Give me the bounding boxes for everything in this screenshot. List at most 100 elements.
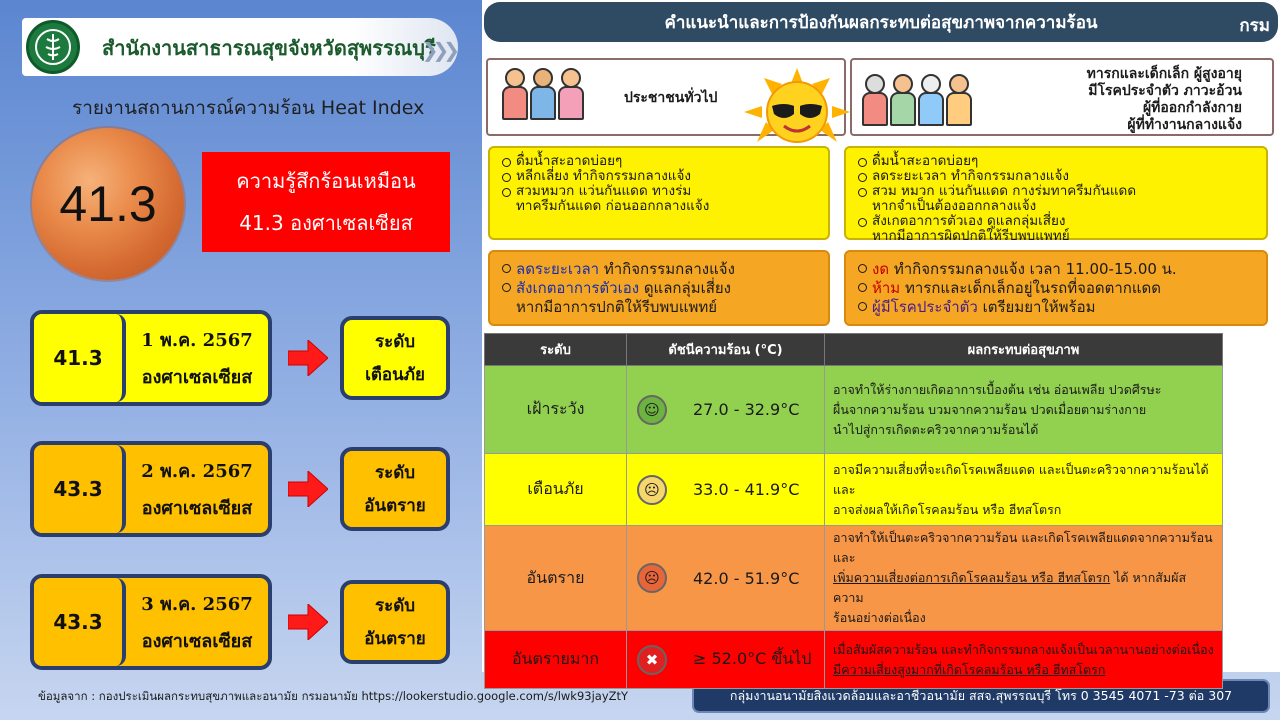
- tip-text: เตรียมยาให้พร้อม: [977, 298, 1096, 316]
- current-heat-index-ball: 41.3: [32, 128, 184, 280]
- tip-emphasis: สังเกตอาการตัวเอง: [516, 279, 640, 297]
- effect-line: เมื่อสัมผัสความร้อน และทำกิจกรรมกลางแจ้ง…: [833, 641, 1214, 657]
- forecast-level-prefix: ระดับ: [374, 463, 416, 483]
- forecast-level: เตือนภัย: [365, 365, 425, 385]
- forecast-date: 3 พ.ค. 2567: [141, 594, 253, 615]
- column-header: ดัชนีความร้อน (°C): [626, 333, 825, 366]
- table-row: เฝ้าระวัง ☺ 27.0 - 32.9°C อาจทำให้ร่างกา…: [484, 365, 1223, 454]
- forecast-unit: องศาเซลเซียส: [141, 498, 253, 519]
- tip-item: สวมหมวก แว่นกันแดด ทางร่ม: [500, 184, 818, 199]
- department-logo-text: กรม: [1239, 16, 1270, 36]
- tip-item: ดื่มน้ำสะอาดบ่อยๆ: [500, 154, 818, 169]
- forecast-unit: องศาเซลเซียส: [141, 367, 253, 388]
- risk-group-line: ผู้ที่ทำงานกลางแจ้ง: [1127, 117, 1242, 133]
- effect-cell: อาจทำให้เป็นตะคริวจากความร้อน และเกิดโรค…: [824, 525, 1223, 631]
- effect-line: อาจส่งผลให้เกิดโรคลมร้อน หรือ ฮีทสโตรก: [833, 501, 1062, 517]
- risk-group-label: ทารกและเด็กเล็ก ผู้สูงอายุ มีโรคประจำตัว…: [1087, 66, 1242, 134]
- forecast-level-badge: ระดับ อันตราย: [340, 447, 450, 531]
- range-cell: ☺ 27.0 - 32.9°C: [626, 365, 825, 454]
- range-value: 33.0 - 41.9°C: [693, 480, 800, 499]
- tip-emphasis: ห้าม: [872, 279, 901, 297]
- forecast-level-prefix: ระดับ: [374, 596, 416, 616]
- tip-text: ดูแลกลุ่มเสี่ยง: [639, 279, 731, 297]
- tip-item: ดื่มน้ำสะอาดบ่อยๆ: [856, 154, 1256, 169]
- risk-group-line: ผู้ที่ออกกำลังกาย: [1142, 100, 1242, 116]
- forecast-level: อันตราย: [364, 496, 426, 516]
- forecast-date-block: 3 พ.ค. 2567 องศาเซลเซียส: [126, 578, 268, 666]
- forecast-value: 43.3: [34, 578, 126, 666]
- forecast-date-block: 1 พ.ค. 2567 องศาเซลเซียส: [126, 314, 268, 402]
- heat-advice-infographic: คำแนะนำและการป้องกันผลกระทบต่อสุขภาพจากค…: [482, 0, 1280, 689]
- risk-group-card: ทารกและเด็กเล็ก ผู้สูงอายุ มีโรคประจำตัว…: [850, 58, 1274, 136]
- range-value: ≥ 52.0°C ขึ้นไป: [693, 649, 812, 668]
- effect-cell: เมื่อสัมผัสความร้อน และทำกิจกรรมกลางแจ้ง…: [824, 630, 1223, 689]
- column-header: ระดับ: [484, 333, 627, 366]
- risk-group-line: มีโรคประจำตัว ภาวะอ้วน: [1088, 83, 1242, 99]
- infographic-title-banner: คำแนะนำและการป้องกันผลกระทบต่อสุขภาพจากค…: [484, 2, 1278, 42]
- table-row: เตือนภัย ☹ 33.0 - 41.9°C อาจมีความเสี่ยง…: [484, 453, 1223, 526]
- table-row: อันตรายมาก ✖ ≥ 52.0°C ขึ้นไป เมื่อสัมผัส…: [484, 630, 1223, 689]
- tip-item: สังเกตอาการตัวเอง ดูแลกลุ่มเสี่ยง: [500, 279, 818, 298]
- tip-item: หลีกเลี่ยง ทำกิจกรรมกลางแจ้ง: [500, 169, 818, 184]
- effect-cell: อาจทำให้ร่างกายเกิดอาการเบื้องต้น เช่น อ…: [824, 365, 1223, 454]
- level-cell: อันตราย: [484, 525, 627, 631]
- table-row: อันตราย ☹ 42.0 - 51.9°C อาจทำให้เป็นตะคร…: [484, 525, 1223, 631]
- forecast-level-badge: ระดับ เตือนภัย: [340, 316, 450, 400]
- data-source-note: ข้อมูลจาก : กองประเมินผลกระทบสุขภาพและอน…: [38, 689, 629, 703]
- general-public-label: ประชาชนทั่วไป: [624, 90, 718, 106]
- level-cell: เฝ้าระวัง: [484, 365, 627, 454]
- effect-emphasis: เพิ่มความเสี่ยงต่อการเกิดโรคลมร้อน หรือ …: [833, 570, 1111, 585]
- arrow-right-icon: [288, 471, 328, 507]
- tip-text: ทำกิจกรรมกลางแจ้ง เวลา 11.00-15.00 น.: [889, 260, 1177, 278]
- tip-emphasis: ลดระยะเวลา: [516, 260, 600, 278]
- effect-line: นำไปสู่การเกิดตะคริวจากความร้อนได้: [833, 421, 1039, 437]
- infographic-title: คำแนะนำและการป้องกันผลกระทบต่อสุขภาพจากค…: [664, 12, 1098, 33]
- current-heat-index-value: 41.3: [59, 176, 157, 232]
- arrow-right-icon: [288, 340, 328, 376]
- forecast-unit: องศาเซลเซียส: [141, 631, 253, 652]
- moph-logo-icon: [26, 20, 80, 74]
- effect-text: ได้ หากสัมผัสความ: [833, 570, 1187, 605]
- tip-item: สวม หมวก แว่นกันแดด กางร่มทาครีมกันแดด: [856, 184, 1256, 199]
- forecast-level-badge: ระดับ อันตราย: [340, 580, 450, 664]
- feels-like-box: ความรู้สึกร้อนเหมือน 41.3 องศาเซลเซียส: [202, 152, 450, 252]
- range-value: 27.0 - 32.9°C: [693, 400, 800, 419]
- effect-line: ร้อนอย่างต่อเนื่อง: [833, 610, 926, 625]
- tip-item: หากมีอาการผิดปกติให้รีบพบแพทย์: [872, 228, 1070, 244]
- forecast-level-prefix: ระดับ: [374, 332, 416, 352]
- forecast-row: 41.3 1 พ.ค. 2567 องศาเซลเซียส ระดับ เตือ…: [30, 310, 450, 406]
- feels-like-value: 41.3 องศาเซลเซียส: [239, 211, 413, 235]
- forecast-date-block: 2 พ.ค. 2567 องศาเซลเซียส: [126, 445, 268, 533]
- contact-text: กลุ่มงานอนามัยสิ่งแวดล้อมและอาชีวอนามัย …: [729, 688, 1233, 703]
- crying-face-icon: ☹: [637, 563, 667, 593]
- range-cell: ☹ 33.0 - 41.9°C: [626, 453, 825, 526]
- forecast-level: อันตราย: [364, 629, 426, 649]
- range-cell: ✖ ≥ 52.0°C ขึ้นไป: [626, 630, 825, 689]
- chevron-right-icon: ❯❯❯: [421, 38, 460, 62]
- forecast-value: 41.3: [34, 314, 126, 402]
- tip-item: ทาครีมกันแดด ก่อนออกกลางแจ้ง: [516, 198, 710, 214]
- forecast-row: 43.3 2 พ.ค. 2567 องศาเซลเซียส ระดับ อันต…: [30, 441, 450, 537]
- tip-item: ห้าม ทารกและเด็กเล็กอยู่ในรถที่จอดตากแดด: [856, 279, 1256, 298]
- report-title: รายงานสถานการณ์ความร้อน Heat Index: [72, 97, 425, 119]
- forecast-card: 43.3 3 พ.ค. 2567 องศาเซลเซียส: [30, 574, 272, 670]
- forecast-value: 43.3: [34, 445, 126, 533]
- neutral-face-icon: ☺: [637, 394, 667, 425]
- header-bar: สำนักงานสาธารณสุขจังหวัดสุพรรณบุรี ❯❯❯: [22, 18, 460, 76]
- effect-line: ผื่นจากความร้อน บวมจากความร้อน ปวดเมื่อย…: [833, 401, 1147, 417]
- level-cell: เตือนภัย: [484, 453, 627, 526]
- general-danger-tips: ลดระยะเวลา ทำกิจกรรมกลางแจ้ง สังเกตอาการ…: [488, 250, 830, 326]
- forecast-date: 1 พ.ค. 2567: [141, 330, 253, 351]
- general-caution-tips: ดื่มน้ำสะอาดบ่อยๆ หลีกเลี่ยง ทำกิจกรรมกล…: [488, 146, 830, 240]
- tip-item: หากจำเป็นต้องออกกลางแจ้ง: [872, 198, 1037, 214]
- range-cell: ☹ 42.0 - 51.9°C: [626, 525, 825, 631]
- table-header-row: ระดับ ดัชนีความร้อน (°C) ผลกระทบต่อสุขภา…: [484, 333, 1223, 366]
- people-illustration-icon: [502, 68, 584, 120]
- effect-line: มีความเสี่ยงสูงมากที่เกิดโรคลมร้อน หรือ …: [833, 661, 1106, 677]
- tip-emphasis: งด: [872, 260, 890, 278]
- heat-index-table: ระดับ ดัชนีความร้อน (°C) ผลกระทบต่อสุขภา…: [484, 333, 1223, 689]
- tip-item: ลดระยะเวลา ทำกิจกรรมกลางแจ้ง: [500, 260, 818, 279]
- family-illustration-icon: [862, 74, 972, 126]
- effect-line: อาจทำให้เป็นตะคริวจากความร้อน และเกิดโรค…: [833, 530, 1213, 565]
- tip-item: หากมีอาการปกติให้รีบพบแพทย์: [516, 298, 718, 316]
